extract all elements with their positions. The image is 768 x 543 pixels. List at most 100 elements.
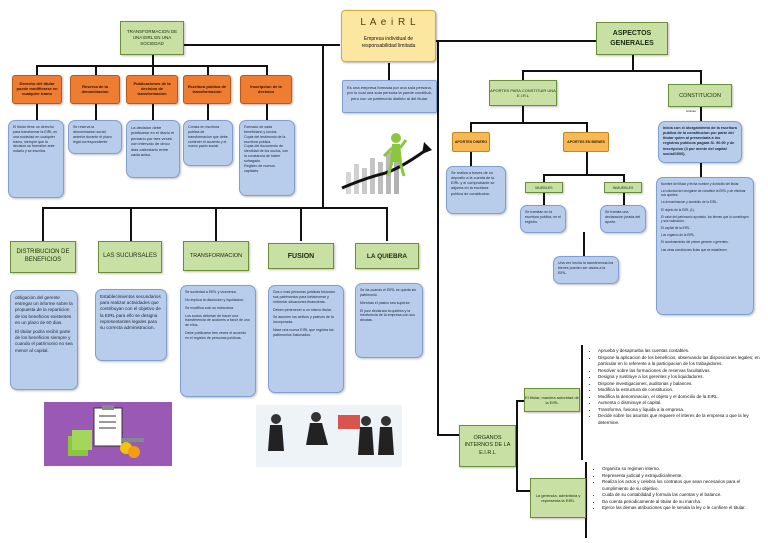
top-item-text-1: Se reserva la denominacion social anteri… [68, 120, 122, 154]
quiebra-title: LA QUIEBRA [355, 243, 419, 269]
top-item-label-2: Publicaciones de la decision de transfor… [126, 75, 178, 104]
connector-line [437, 434, 459, 436]
quiebra-text: Se da cuando el EIRL se queda sin patrim… [355, 283, 423, 358]
constitucion-item: La voluntad del otorgante de constituir … [661, 189, 746, 198]
quiebra-text-2: El juez declarara la quiebra y la insolv… [360, 308, 415, 323]
transformacion-text-1: No implica la disolucion y liquidacion. [185, 297, 245, 302]
top-item-text-0: El titular tiene un derecho para transfo… [8, 120, 64, 198]
constitucion-item: El nombramiento del primer gerente o ger… [661, 240, 729, 245]
titular-list: Aprueba y desaprueba las cuentas contabl… [588, 348, 764, 460]
bienes-text: Una vez hecha la transferencia los biene… [553, 256, 619, 284]
connector-line [470, 152, 472, 166]
transformacion-text-0: Se sociedad a EIRL y viceversa. [185, 290, 237, 294]
distribucion-text: obligacion del gerente entregar un infor… [10, 290, 78, 390]
top-item-text-2: La decision debe publicarse en el diario… [126, 120, 180, 178]
connector-line [266, 104, 268, 120]
connector-line [42, 207, 387, 209]
connector-line [36, 65, 38, 75]
aportes-dinero-text: Se realiza a traves de un deposito a la … [446, 166, 506, 214]
connector-line [470, 122, 586, 124]
sucursales-text-0: Establecimientos secundarios para realiz… [100, 294, 161, 330]
titular-label: El titular, maxima autoridad de la EIRL [524, 388, 580, 412]
connector-line [386, 207, 388, 241]
distribucion-title: DISTRIBUCION DE BENEFICIOS [10, 241, 76, 273]
connector-line [700, 70, 702, 84]
gerencia-item: Realiza los actos y celebra los contrato… [602, 479, 764, 492]
sucursales-title: LAS SUCURSALES [98, 241, 162, 273]
quiebra-text-1: Mientras el pasivo sea superior. [360, 300, 411, 305]
connector-line [42, 207, 44, 241]
main-subtitle: Empresa individual de responsabilidad li… [361, 36, 416, 49]
gerencia-item: Da cuenta periodicamente al titular de s… [602, 499, 764, 506]
top-item-label-3: Escritura publica de transformacion [183, 75, 231, 104]
fusion-title: FUSION [268, 243, 334, 269]
connector-line [95, 65, 97, 75]
fusion-text-3: Nace una nueva EIRL que registra los pat… [273, 328, 334, 337]
connector-line [388, 63, 390, 80]
gerencia-item: Representa judicial y extrajudicialmente… [602, 473, 764, 480]
top-item-text-3: Consta en escritura publica de transform… [183, 120, 233, 166]
titular-item: Aprueba y desaprueba las cuentas contabl… [598, 348, 764, 355]
quiebra-text-0: Se da cuando el EIRL se queda sin patrim… [360, 288, 417, 297]
connector-line [470, 122, 472, 132]
titular-item: Modifica la denominacion, el objeto y el… [598, 394, 764, 401]
business-people-illustration [256, 405, 402, 467]
constitucion-item: Nombre del titular y fecha nombre y domi… [661, 182, 740, 186]
connector-line [152, 55, 154, 65]
connector-line [586, 152, 588, 174]
connector-line [152, 104, 154, 120]
aportes-dinero: APORTES DINERO [452, 132, 490, 152]
top-item-label-1: Reserva de la denominacion [70, 75, 120, 104]
sucursales-text: Establecimientos secundarios para realiz… [95, 289, 167, 361]
connector-line [516, 490, 530, 492]
gerencia-list: Organiza su regimen interno. Representa … [592, 466, 764, 538]
inmuebles: INMUEBLES [604, 182, 642, 193]
fusion-text-0: Dos o mas personas juridicas fusionan su… [273, 290, 335, 304]
titular-item: Resolver sobre las formaciones de reserv… [598, 368, 764, 375]
main-title-box: L A e i R L Empresa individual de respon… [341, 10, 436, 62]
connector-line [522, 106, 524, 122]
connector-line [322, 44, 324, 208]
connector-line [516, 400, 518, 490]
connector-line [215, 207, 217, 241]
connector-line [207, 104, 209, 120]
top-item-text-4: Formado de cada beneficiario y socios. C… [239, 120, 295, 196]
main-title: L A e i R L [360, 17, 417, 28]
muebles: MUEBLES [525, 182, 563, 193]
connector-line [623, 174, 625, 182]
constitucion-item: El valor del patrimonio aportado, los bi… [661, 214, 749, 223]
constitucion-text: Inicia con el otorgamiento de la escritu… [658, 121, 742, 163]
connector-line [586, 122, 588, 132]
titular-item: Designa y sustituye a los gerentes y los… [598, 374, 764, 381]
connector-line [522, 70, 524, 80]
connector-line [700, 163, 702, 177]
top-item-label-0: Derecho del titular puede modificarse en… [12, 75, 62, 104]
fusion-text-1: Deben pertenecer a un mismo titular. [273, 307, 332, 312]
connector-line [130, 207, 132, 241]
constitucion-item: Los organos de la EIRL. [661, 233, 696, 238]
definition-box: Es una empresa formada por una sola pers… [342, 80, 437, 113]
organos-title: ORGANOS INTERNOS DE LA E.I.R.L [459, 425, 516, 467]
titular-item: Transforma, fusiona y liquida a la empre… [598, 407, 764, 414]
gerencia-item: Organiza su regimen interno. [602, 466, 764, 473]
constitucion-item: Las otras condiciones lictas que se esta… [661, 247, 728, 252]
titular-item: Decide sobre los asuntos que requiere el… [598, 413, 764, 426]
connector-line [623, 193, 625, 205]
constitucion-title: CONSTITUCION [668, 84, 732, 107]
connector-line [437, 40, 439, 435]
constitucion-label: Articulo [686, 109, 697, 113]
gerencia-label: La gerencia, administra y representa la … [530, 478, 586, 518]
aportes-title: APORTES PARA CONSTITUIR UNA E.I.R.L [489, 80, 557, 106]
transformacion-text-4: Debe publicarse tres veces el acuerdo en… [185, 331, 247, 340]
aspectos-title: ASPECTOS GENERALES [596, 22, 668, 55]
constitucion-item: El capital de la EIRL. [661, 226, 691, 231]
connector-line [436, 40, 596, 42]
connector-line [152, 65, 154, 75]
constitucion-item: El objeto de la EIRL (1). [661, 207, 695, 212]
connector-line [266, 65, 268, 75]
distribucion-text-1: El titular podra recibir parte de los be… [15, 328, 73, 353]
transformacion-eirl-title: TRANSFORMACION DE UNA EIRL EN UNA SOCIED… [120, 21, 184, 55]
connector-line [95, 104, 97, 120]
titular-item: Dispone investigaciones, auditorias y ba… [598, 381, 764, 388]
connector-line [543, 174, 545, 182]
